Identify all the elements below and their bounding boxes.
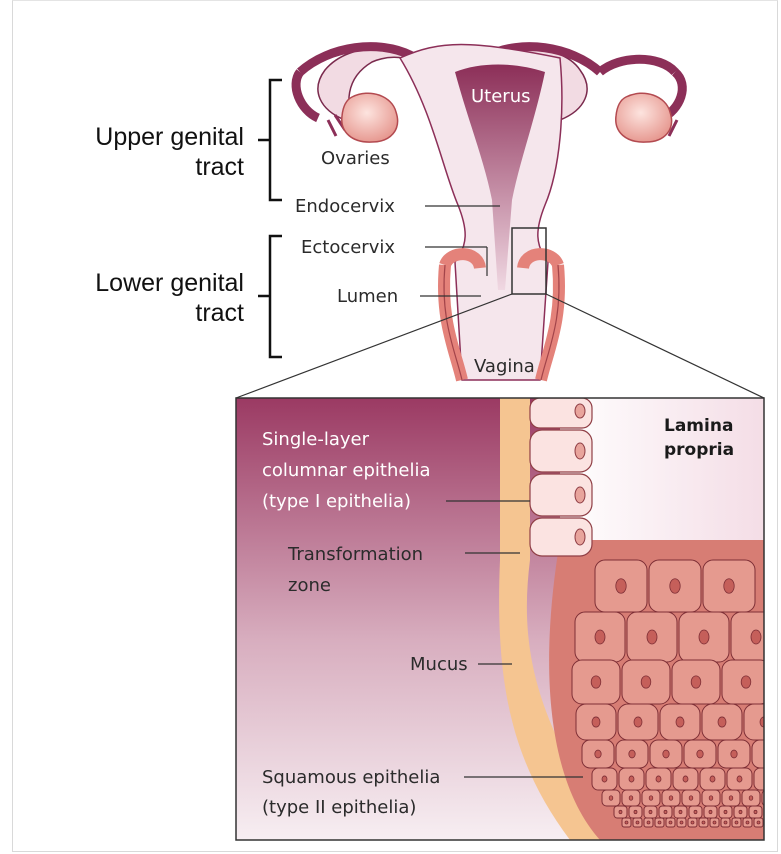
squamous-cell-nucleus xyxy=(724,810,727,813)
vagina-label: Vagina xyxy=(474,356,535,377)
squamous-cell-nucleus xyxy=(669,796,673,800)
squamous-cell-nucleus xyxy=(664,810,667,813)
squamous-cell-nucleus xyxy=(754,810,757,813)
squamous-cell xyxy=(765,818,774,827)
squamous-cell-nucleus xyxy=(739,810,742,813)
squamous-cell-nucleus xyxy=(746,821,749,824)
squamous-cell-nucleus xyxy=(741,676,751,688)
transformation-label-1: Transformation xyxy=(287,544,423,565)
squamous-label-1: Squamous epithelia xyxy=(262,767,440,788)
squamous-cell-nucleus xyxy=(663,750,669,758)
squamous-cell-nucleus xyxy=(649,810,652,813)
uterus-label: Uterus xyxy=(471,86,531,107)
squamous-cell-nucleus xyxy=(595,630,605,644)
squamous-cell-nucleus xyxy=(649,796,653,800)
squamous-cell-nucleus xyxy=(683,776,688,782)
endocervix-label: Endocervix xyxy=(295,196,395,217)
mucus-label: Mucus xyxy=(410,654,468,675)
columnar-label-2: columnar epithelia xyxy=(262,460,431,481)
squamous-cell-nucleus xyxy=(689,796,693,800)
squamous-cell-nucleus xyxy=(731,750,737,758)
squamous-cell-nucleus xyxy=(658,821,661,824)
transformation-label-2: zone xyxy=(288,575,331,596)
squamous-cell-nucleus xyxy=(709,810,712,813)
squamous-cell-nucleus xyxy=(691,676,701,688)
columnar-label-1: Single-layer xyxy=(262,429,370,450)
squamous-cell-nucleus xyxy=(676,717,684,727)
squamous-cell-nucleus xyxy=(769,810,772,813)
lamina-propria-label-2: propria xyxy=(664,440,734,460)
squamous-cell xyxy=(754,768,779,790)
squamous-cell-nucleus xyxy=(619,810,622,813)
squamous-cell-nucleus xyxy=(729,796,733,800)
squamous-cell-nucleus xyxy=(757,821,760,824)
squamous-cell-nucleus xyxy=(616,579,626,594)
squamous-cell-nucleus xyxy=(724,579,734,594)
zoom-line-right xyxy=(546,294,764,398)
squamous-cell-nucleus xyxy=(680,821,683,824)
squamous-cell-nucleus xyxy=(602,776,607,782)
squamous-cell-nucleus xyxy=(669,821,672,824)
lumen-label: Lumen xyxy=(337,286,398,307)
squamous-cell-nucleus xyxy=(709,796,713,800)
upper-bracket xyxy=(258,80,282,200)
squamous-label-2: (type II epithelia) xyxy=(262,797,416,818)
squamous-cell-nucleus xyxy=(691,821,694,824)
squamous-cell-nucleus xyxy=(735,821,738,824)
squamous-cell-nucleus xyxy=(629,750,635,758)
squamous-cell-nucleus xyxy=(765,750,771,758)
squamous-cell-nucleus xyxy=(609,796,613,800)
ectocervix-label: Ectocervix xyxy=(301,237,395,258)
squamous-cell-nucleus xyxy=(749,796,753,800)
squamous-cell-nucleus xyxy=(694,810,697,813)
squamous-cell-nucleus xyxy=(718,717,726,727)
columnar-label-3: (type I epithelia) xyxy=(262,491,411,512)
squamous-cell-nucleus xyxy=(647,821,650,824)
squamous-cell-nucleus xyxy=(595,750,601,758)
squamous-cell-nucleus xyxy=(697,750,703,758)
squamous-cell-nucleus xyxy=(634,717,642,727)
squamous-cell-nucleus xyxy=(713,821,716,824)
squamous-cell-nucleus xyxy=(636,821,639,824)
squamous-cell-nucleus xyxy=(647,630,657,644)
squamous-cell-nucleus xyxy=(737,776,742,782)
squamous-cell-nucleus xyxy=(625,821,628,824)
columnar-cells xyxy=(530,398,592,556)
squamous-cell-nucleus xyxy=(634,810,637,813)
squamous-cell-nucleus xyxy=(670,579,680,594)
squamous-cell-nucleus xyxy=(768,821,771,824)
squamous-cell-nucleus xyxy=(629,796,633,800)
squamous-cell-nucleus xyxy=(641,676,651,688)
squamous-cell xyxy=(752,740,781,768)
squamous-cell-nucleus xyxy=(769,796,773,800)
ovaries-label: Ovaries xyxy=(321,148,390,169)
squamous-cell-nucleus xyxy=(751,630,761,644)
squamous-cell-nucleus xyxy=(702,821,705,824)
squamous-cell-nucleus xyxy=(679,810,682,813)
lamina-propria-label-1: Lamina xyxy=(664,416,733,436)
squamous-cells xyxy=(572,560,781,827)
squamous-cell xyxy=(764,806,777,818)
squamous-cell-nucleus xyxy=(591,676,601,688)
squamous-cell-nucleus xyxy=(699,630,709,644)
squamous-cell-nucleus xyxy=(592,717,600,727)
squamous-cell-nucleus xyxy=(724,821,727,824)
lower-bracket xyxy=(258,236,282,357)
squamous-cell-nucleus xyxy=(656,776,661,782)
squamous-cell-nucleus xyxy=(710,776,715,782)
squamous-cell-nucleus xyxy=(629,776,634,782)
